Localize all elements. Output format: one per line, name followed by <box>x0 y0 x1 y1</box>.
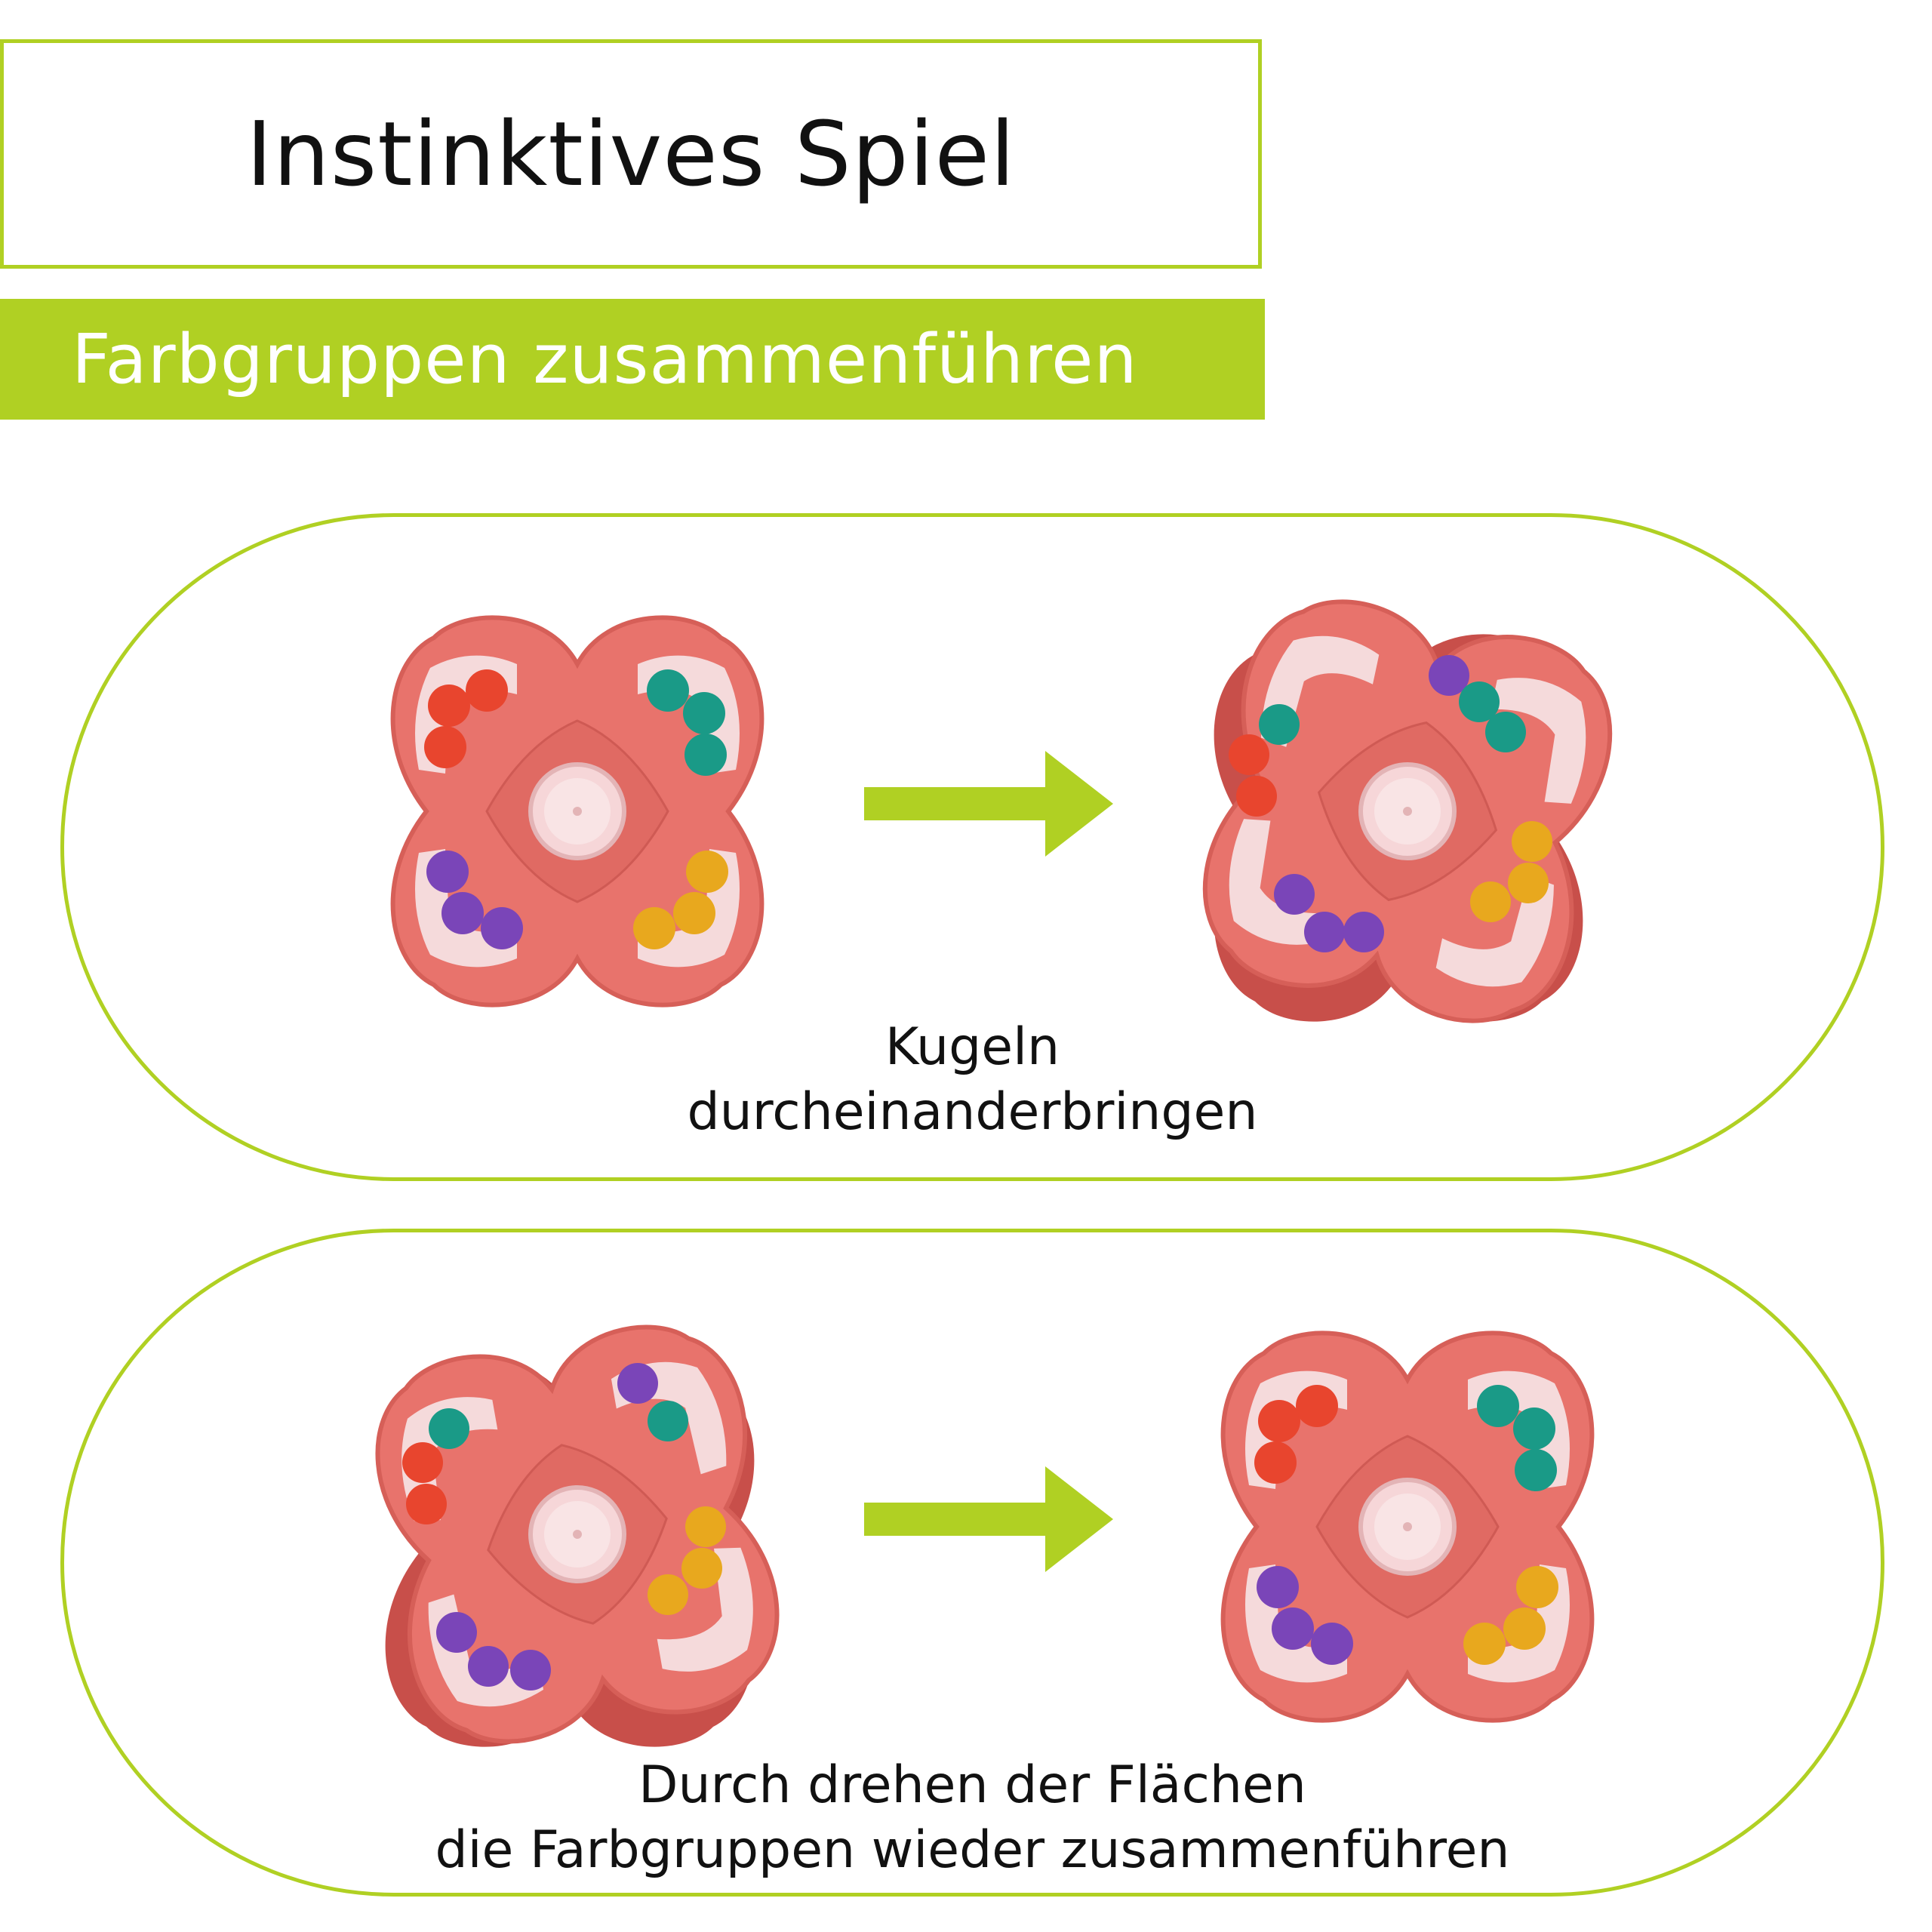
panel-scramble: Kugeln durcheinanderbringen <box>60 513 1884 1181</box>
puzzle-sorted-image <box>358 592 796 1030</box>
bead-group-teal <box>1477 1385 1557 1491</box>
puzzle-mixed-image <box>358 1315 796 1753</box>
bead-group-yellow <box>633 851 728 949</box>
right-arrow-icon <box>864 751 1113 857</box>
panel-solve: Durch drehen der Flächen die Farbgruppen… <box>60 1229 1884 1897</box>
bead-group-purple <box>1257 1566 1353 1665</box>
bead-group-mixed-bl <box>436 1612 551 1690</box>
bead-group-red <box>424 669 508 768</box>
title-box: Instinktives Spiel <box>0 39 1262 269</box>
right-arrow-icon <box>864 1466 1113 1572</box>
page-title: Instinktives Spiel <box>246 102 1016 206</box>
caption-scramble: Kugeln durcheinanderbringen <box>687 1017 1258 1142</box>
bead-group-mixed-bl <box>1274 874 1384 952</box>
bead-group-mixed-br <box>648 1506 726 1615</box>
bead-group-yellow <box>1463 1566 1558 1665</box>
page-subtitle: Farbgruppen zusammenführen <box>72 319 1138 399</box>
bead-group-mixed-tl <box>402 1408 469 1524</box>
puzzle-mixed-image <box>1189 592 1626 1030</box>
bead-group-red <box>1254 1385 1338 1484</box>
bead-group-teal <box>647 669 727 776</box>
puzzle-sorted-image <box>1189 1308 1626 1746</box>
subtitle-bar: Farbgruppen zusammenführen <box>0 299 1265 420</box>
bead-group-mixed-tr <box>617 1363 688 1441</box>
bead-group-mixed-tl <box>1229 704 1300 817</box>
caption-solve: Durch drehen der Flächen die Farbgruppen… <box>435 1755 1510 1880</box>
bead-group-purple <box>426 851 523 949</box>
bead-group-mixed-br <box>1470 821 1552 922</box>
bead-group-mixed-tr <box>1429 655 1526 752</box>
